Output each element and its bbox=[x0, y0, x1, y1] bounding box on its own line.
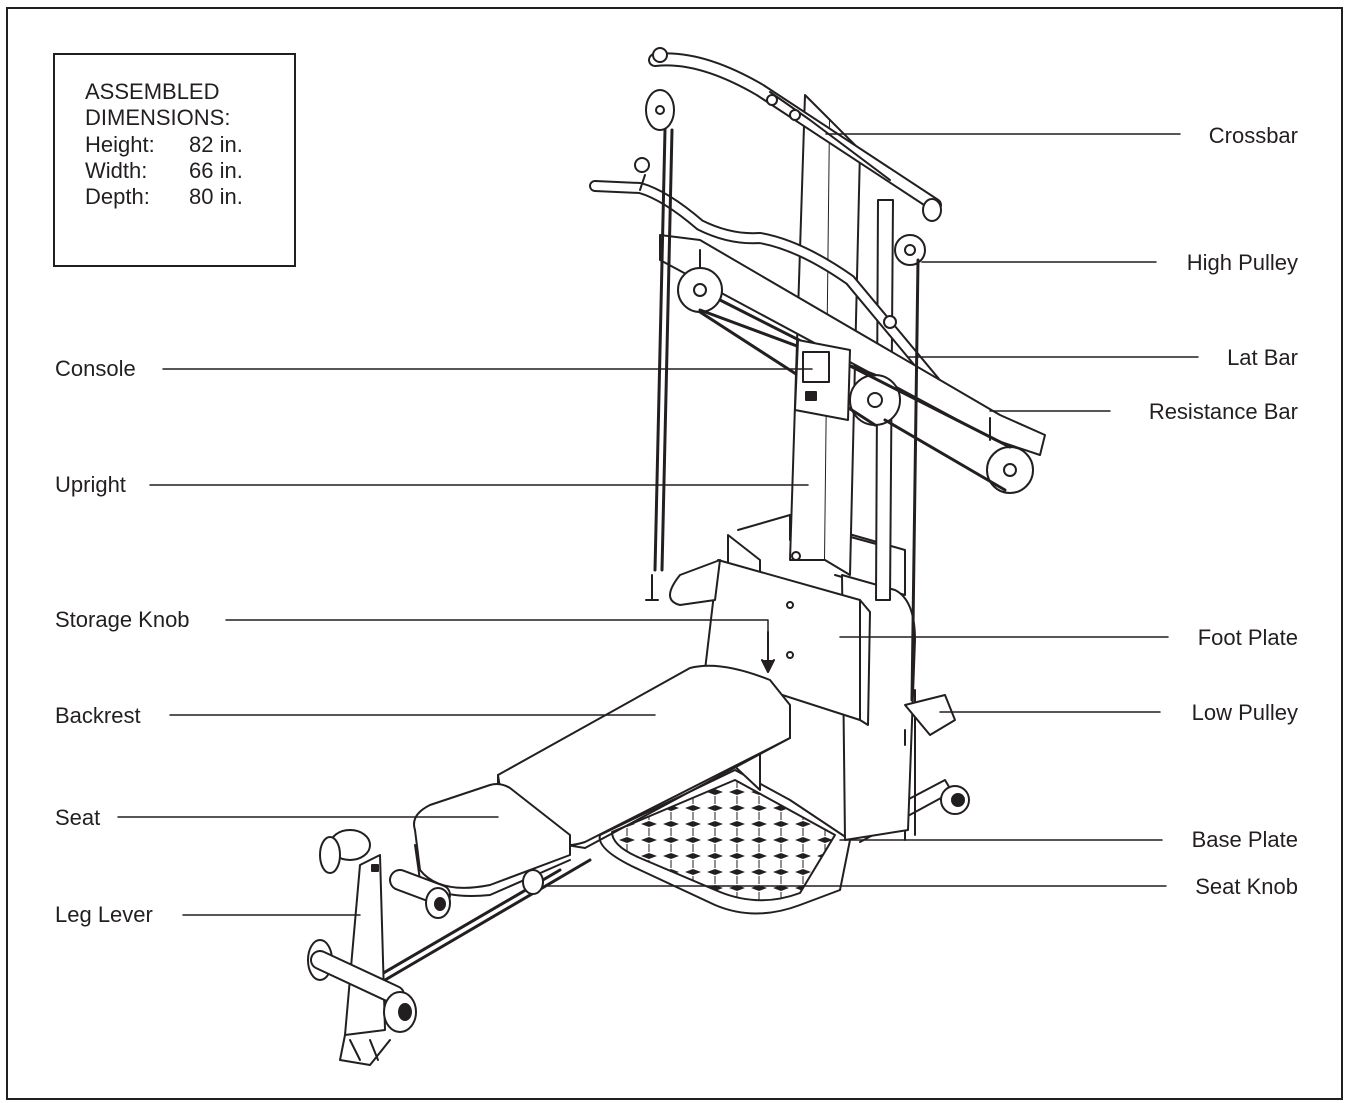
dimensions-heading-line1: ASSEMBLED bbox=[85, 79, 220, 104]
height-value: 82 in. bbox=[189, 132, 243, 157]
console bbox=[794, 339, 851, 421]
leader-lines bbox=[117, 133, 1199, 916]
label-seat: Seat bbox=[55, 805, 101, 830]
depth-label: Depth: bbox=[85, 184, 150, 209]
label-high-pulley: High Pulley bbox=[1186, 250, 1298, 275]
label-storage-knob: Storage Knob bbox=[55, 607, 190, 632]
width-label: Width: bbox=[85, 158, 148, 183]
storage-knob-leader bbox=[225, 619, 769, 646]
label-seat-knob: Seat Knob bbox=[1195, 874, 1298, 899]
crossbar bbox=[648, 47, 942, 222]
label-base-plate: Base Plate bbox=[1191, 827, 1298, 852]
height-label: Height: bbox=[85, 132, 155, 157]
width-value: 66 in. bbox=[189, 158, 243, 183]
label-foot-plate: Foot Plate bbox=[1197, 625, 1298, 650]
diagram-frame bbox=[6, 7, 1343, 1100]
cable-clips bbox=[634, 157, 906, 746]
label-lat-bar: Lat Bar bbox=[1227, 345, 1298, 370]
label-upright: Upright bbox=[55, 472, 126, 497]
pulleys bbox=[645, 89, 1034, 736]
label-resistance-bar: Resistance Bar bbox=[1148, 399, 1298, 424]
label-crossbar: Crossbar bbox=[1208, 123, 1298, 148]
label-backrest: Backrest bbox=[55, 703, 141, 728]
dimensions-heading-line2: DIMENSIONS: bbox=[85, 105, 231, 130]
depth-value: 80 in. bbox=[189, 184, 243, 209]
label-leg-lever: Leg Lever bbox=[55, 902, 153, 927]
dimensions-box: ASSEMBLED DIMENSIONS: Height: 82 in. Wid… bbox=[53, 53, 296, 267]
label-console: Console bbox=[55, 356, 136, 381]
label-low-pulley: Low Pulley bbox=[1191, 700, 1298, 725]
leg-lever bbox=[307, 829, 451, 1066]
